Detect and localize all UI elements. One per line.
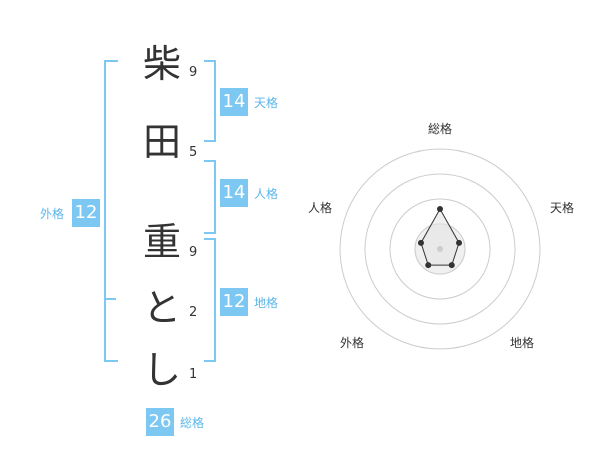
jinkaku-value: 14 (220, 179, 248, 207)
radar-center-dot (437, 246, 443, 252)
chikaku-value: 12 (220, 288, 248, 316)
stroke-count-3: 9 (189, 245, 198, 260)
radar-label-chikaku: 地格 (510, 336, 535, 350)
radar-ring (339, 148, 541, 350)
jinkaku-label: 人格 (254, 187, 279, 201)
radar-label-soukaku: 総格 (428, 122, 453, 136)
radar-point-4 (425, 262, 432, 269)
stroke-count-4: 2 (189, 305, 198, 320)
name-char-4: と (142, 286, 181, 330)
name-char-1: 柴 (142, 42, 181, 86)
stroke-count-2: 5 (189, 145, 198, 160)
soukaku-value: 26 (146, 408, 174, 436)
radar-ring (389, 198, 491, 300)
radar-ring (364, 173, 516, 325)
gaikaku-label: 外格 (40, 207, 65, 221)
gaikaku-bracket-tick (104, 298, 116, 300)
tenkaku-bracket (204, 60, 216, 142)
gaikaku-bracket (104, 60, 118, 362)
chikaku-bracket (204, 238, 216, 362)
radar-label-gaikaku: 外格 (340, 336, 365, 350)
stroke-count-1: 9 (189, 65, 198, 80)
name-char-5: し (142, 348, 181, 392)
radar-label-jinkaku: 人格 (308, 201, 333, 215)
radar-label-tenkaku: 天格 (550, 201, 575, 215)
soukaku-label: 総格 (180, 416, 205, 430)
tenkaku-value: 14 (220, 88, 248, 116)
gaikaku-value: 12 (72, 199, 100, 227)
radar-point-5 (417, 239, 424, 246)
name-char-2: 田 (142, 120, 181, 164)
radar-point-2 (456, 239, 463, 246)
radar-point-3 (448, 262, 455, 269)
jinkaku-bracket (204, 160, 216, 234)
tenkaku-label: 天格 (254, 96, 279, 110)
stroke-count-5: 1 (189, 367, 198, 382)
chikaku-label: 地格 (254, 296, 279, 310)
radar-point-1 (437, 206, 443, 212)
radar-polygon (420, 207, 460, 266)
name-char-3: 重 (142, 220, 181, 264)
